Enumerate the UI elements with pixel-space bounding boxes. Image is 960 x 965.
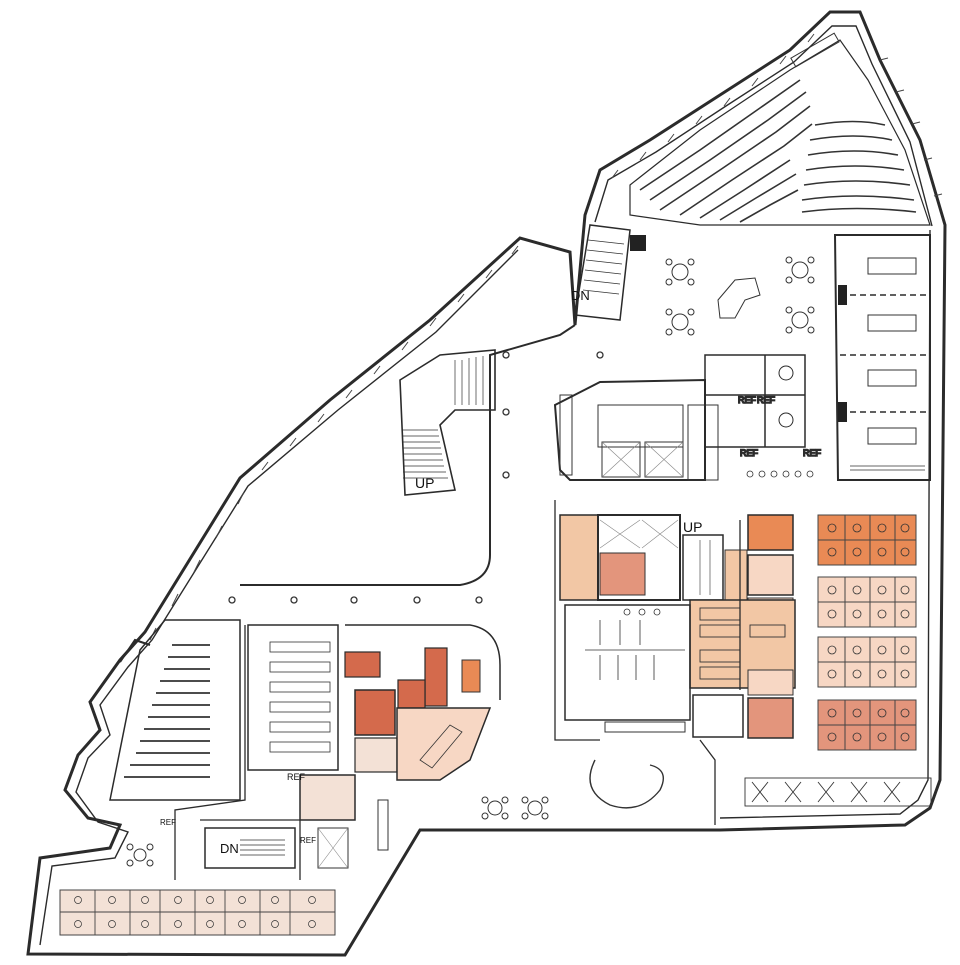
office-peach — [747, 669, 794, 696]
east-workstations — [744, 514, 932, 807]
storage-orange — [461, 659, 481, 693]
office-pale — [354, 737, 398, 773]
workstation-pod — [817, 514, 917, 566]
south-stair: DN REF REF — [160, 799, 389, 869]
free-form-table — [717, 277, 761, 319]
east-facade-inner — [719, 229, 931, 819]
ref-label: REF — [300, 836, 316, 845]
workstation-pod — [817, 699, 917, 751]
office-peach — [747, 554, 794, 596]
ref-label: REF — [287, 772, 306, 782]
ref-label: REF — [757, 395, 776, 405]
table-cluster — [785, 256, 815, 284]
up-label-atrium: UP — [415, 475, 434, 491]
west-auditorium — [109, 619, 241, 801]
office-pale — [299, 774, 356, 821]
east-conference-rooms — [833, 234, 931, 481]
lounge-chairs — [744, 777, 932, 807]
table-cluster — [521, 796, 549, 820]
north-auditorium — [629, 32, 931, 226]
central-south-block: UP — [559, 514, 796, 739]
atrium-stair: UP — [399, 349, 496, 496]
dn-label-south: DN — [220, 841, 239, 856]
restrooms — [564, 604, 691, 721]
workstation-pod — [817, 636, 917, 688]
outer-wall — [26, 10, 947, 957]
ref-label: REF — [803, 448, 822, 458]
up-label-core: UP — [683, 519, 702, 535]
breakout-tables — [481, 256, 815, 820]
ref-label: REF — [740, 448, 759, 458]
ref-label: REF — [160, 818, 176, 827]
curved-bench — [589, 759, 664, 809]
radial-seat-rows — [639, 79, 917, 223]
dn-label-north: DN — [571, 288, 590, 303]
stage-lectern — [790, 32, 840, 68]
room-peach — [724, 549, 748, 601]
columns — [228, 351, 604, 604]
table-cluster — [665, 258, 695, 286]
classroom — [247, 624, 339, 771]
office-rust — [397, 679, 426, 709]
ref-label: REF — [738, 395, 757, 405]
office-rust — [344, 651, 381, 678]
office-rust — [354, 689, 396, 736]
exterior-walls — [26, 10, 947, 957]
workstation-pod — [817, 576, 917, 628]
elevator-core — [597, 514, 681, 601]
inner-facade — [39, 249, 519, 946]
north-facade-inner — [594, 25, 933, 227]
central-core — [553, 378, 719, 481]
office-rust — [424, 647, 448, 707]
table-cluster — [481, 796, 509, 820]
office-orange — [747, 514, 794, 551]
meeting-room — [692, 694, 744, 738]
room-peach — [559, 514, 599, 601]
table-cluster — [126, 843, 154, 867]
interior-walls — [174, 500, 741, 880]
southwest-workstations — [59, 843, 336, 936]
core-meeting-rooms: REF REF REF REF — [704, 354, 822, 478]
north-stair-escalator: DN — [571, 224, 646, 321]
table-cluster — [665, 308, 695, 336]
table-cluster — [785, 306, 815, 334]
meeting-pale — [396, 707, 492, 781]
office-orange — [747, 697, 794, 739]
west-offices: REF — [287, 624, 501, 821]
core-stair — [682, 534, 724, 601]
room-salmon — [599, 552, 646, 596]
atrium-edge — [240, 324, 576, 586]
